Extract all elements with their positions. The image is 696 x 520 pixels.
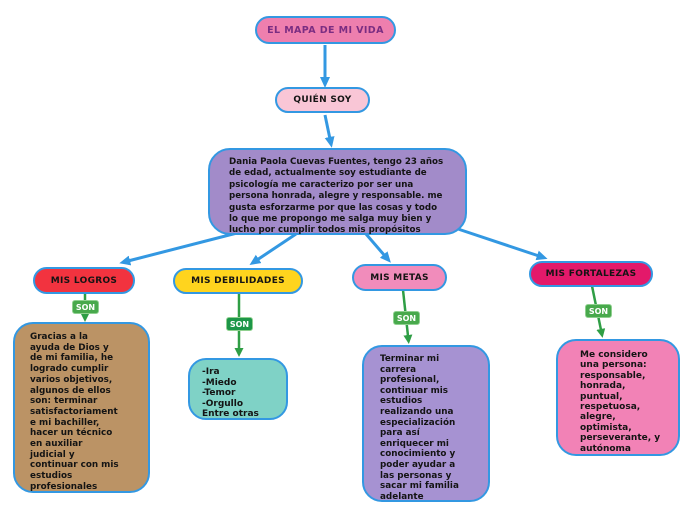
node-logros-detail[interactable]: Gracias a la ayuda de Dios y de mi famil… — [13, 322, 150, 493]
quien-soy-label: QUIÉN SOY — [293, 95, 352, 105]
node-bio-description[interactable]: Dania Paola Cuevas Fuentes, tengo 23 año… — [208, 148, 467, 235]
connector-label-son-metas: SON — [393, 311, 420, 325]
mis-logros-label: MIS LOGROS — [50, 275, 118, 286]
mis-metas-label: MIS METAS — [370, 272, 429, 283]
fortalezas-detail-text: Me considero una persona: responsable, h… — [580, 350, 661, 454]
map-title-label: EL MAPA DE MI VIDA — [267, 24, 384, 36]
node-map-title[interactable]: EL MAPA DE MI VIDA — [255, 16, 396, 44]
arrow-bio-to-debilidades — [249, 232, 297, 265]
node-fortalezas-detail[interactable]: Me considero una persona: responsable, h… — [556, 339, 680, 456]
son-label: SON — [229, 319, 250, 329]
node-quien-soy[interactable]: QUIÉN SOY — [275, 87, 370, 113]
connector-label-son-logros: SON — [72, 300, 99, 314]
debilidades-detail-text: -Ira -Miedo -Temor -Orgullo Entre otras — [202, 367, 259, 420]
node-metas-detail[interactable]: Terminar mi carrera profesional, continu… — [362, 345, 490, 502]
node-mis-fortalezas[interactable]: MIS FORTALEZAS — [529, 261, 653, 287]
logros-detail-text: Gracias a la ayuda de Dios y de mi famil… — [30, 332, 119, 492]
arrow-bio-to-logros — [119, 231, 238, 266]
connector-label-son-fortalezas: SON — [585, 304, 612, 318]
son-label: SON — [588, 306, 609, 316]
metas-detail-text: Terminar mi carrera profesional, continu… — [380, 354, 459, 502]
bio-text: Dania Paola Cuevas Fuentes, tengo 23 año… — [229, 157, 444, 236]
mis-fortalezas-label: MIS FORTALEZAS — [545, 269, 637, 279]
son-label: SON — [75, 302, 96, 312]
node-mis-metas[interactable]: MIS METAS — [352, 264, 447, 291]
arrow-bio-to-fortalezas — [457, 227, 548, 261]
connector-label-son-debilidades: SON — [226, 317, 253, 331]
son-label: SON — [396, 313, 417, 323]
node-mis-debilidades[interactable]: MIS DEBILIDADES — [173, 268, 303, 294]
node-mis-logros[interactable]: MIS LOGROS — [33, 267, 135, 294]
arrow-quien-to-bio — [323, 114, 335, 148]
node-debilidades-detail[interactable]: -Ira -Miedo -Temor -Orgullo Entre otras — [188, 358, 288, 420]
mis-debilidades-label: MIS DEBILIDADES — [191, 276, 285, 286]
arrow-bio-to-metas — [364, 233, 391, 263]
